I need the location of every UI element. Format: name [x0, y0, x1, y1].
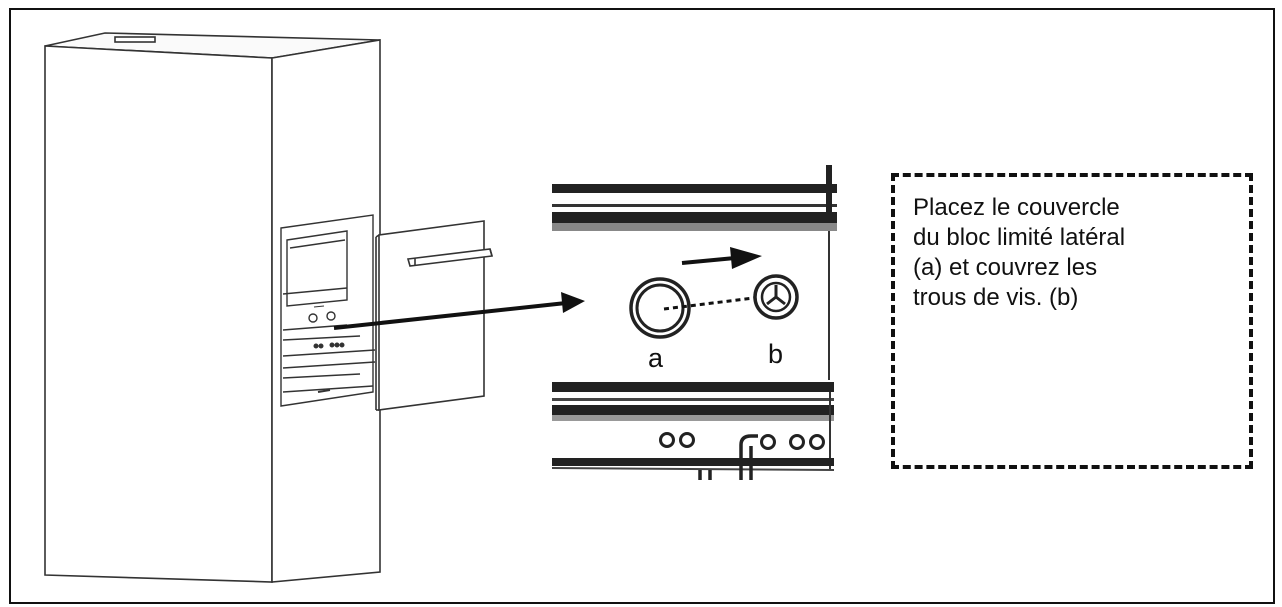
detail-top-rails: [552, 165, 837, 380]
note-line-1: Placez le couvercle: [913, 194, 1120, 221]
note-line-3: (a) et couvrez les: [913, 254, 1098, 281]
cabinet-front: [44, 45, 273, 583]
detail-bottom-rails: [551, 382, 835, 471]
note-line-2: du bloc limité latéral: [913, 224, 1126, 251]
cabinet: [44, 32, 381, 583]
label-a: a: [648, 343, 664, 373]
hole-a-cover: [629, 277, 691, 339]
instruction-note: Placez le couvercle du bloc limité latér…: [891, 173, 1253, 469]
label-b: b: [768, 339, 783, 369]
drawer-opening: [280, 214, 376, 407]
pointer-arrow: [333, 292, 585, 330]
rail-clip: [698, 434, 758, 480]
cabinet-top-slot: [114, 36, 156, 43]
hole-b-screw: [753, 274, 799, 320]
direction-arrow: [681, 247, 762, 269]
drawer-handle: [406, 248, 494, 267]
note-line-4: trous de vis. (b): [913, 284, 1079, 311]
rail-holes: [659, 432, 825, 450]
detail-view: a b: [551, 165, 837, 480]
figure-frame: [9, 8, 1275, 604]
